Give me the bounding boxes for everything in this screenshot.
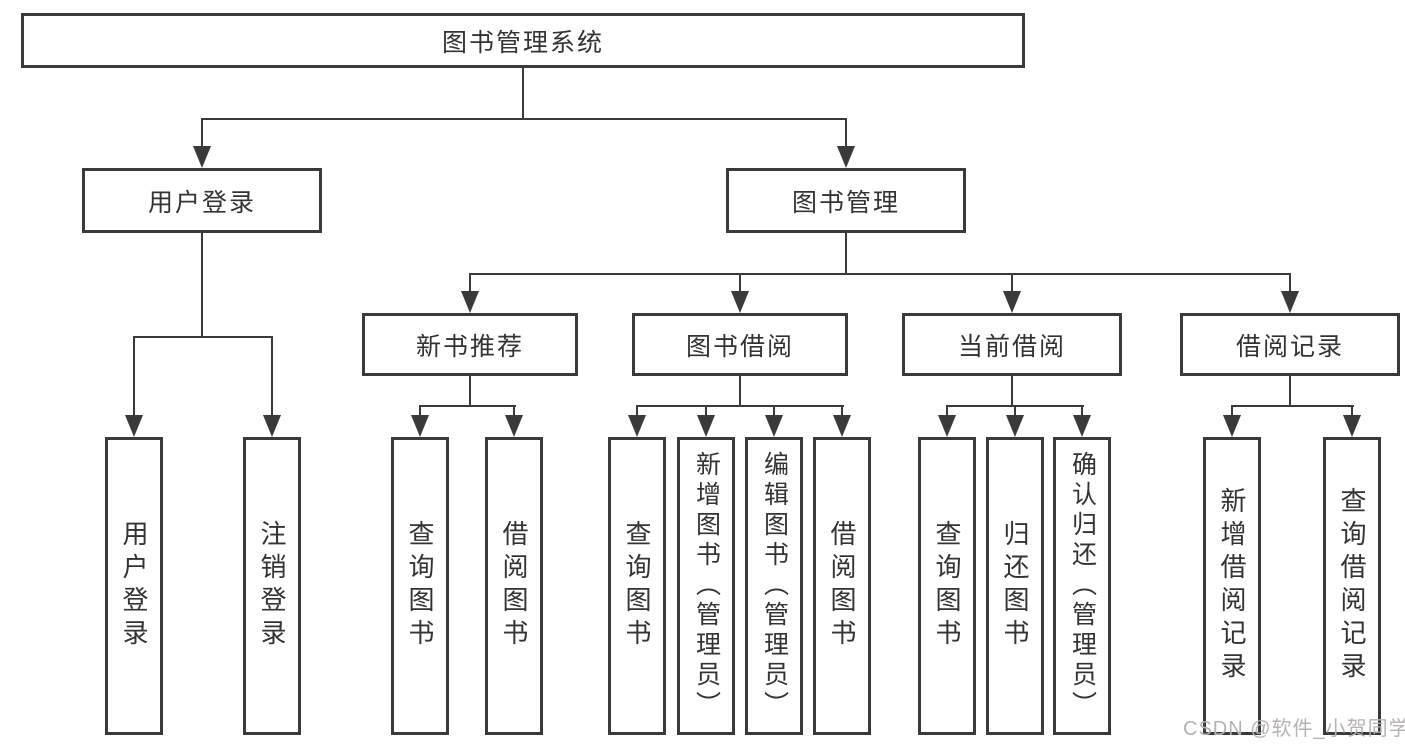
- leaf-add-book-admin-label: 新增图书（管理员）: [692, 451, 721, 721]
- arrow-down-icon: [938, 415, 956, 437]
- arrow-down-icon: [411, 415, 429, 437]
- leaf-add-book-admin: 新增图书（管理员）: [677, 437, 735, 735]
- leaf-logout-label: 注销登录: [257, 520, 287, 652]
- connector-line: [841, 405, 843, 417]
- arrow-down-icon: [125, 415, 143, 437]
- leaf-user-login-label: 用户登录: [119, 520, 149, 652]
- connector-line: [636, 405, 844, 407]
- leaf-query-books-recommend-label: 查询图书: [405, 520, 435, 652]
- leaf-query-books-current-label: 查询图书: [932, 520, 962, 652]
- connector-line: [1011, 376, 1013, 407]
- arrow-down-icon: [1073, 415, 1091, 437]
- connector-line: [739, 376, 741, 407]
- leaf-add-borrow-record: 新增借阅记录: [1203, 437, 1261, 735]
- node-book-management-label: 图书管理: [791, 188, 900, 217]
- connector-line: [1289, 273, 1291, 295]
- connector-line: [419, 405, 516, 407]
- connector-line: [419, 405, 421, 417]
- connector-line: [201, 118, 847, 120]
- arrow-down-icon: [1343, 415, 1361, 437]
- leaf-add-borrow-record-label: 新增借阅记录: [1217, 487, 1247, 685]
- connector-line: [469, 273, 471, 295]
- leaf-logout: 注销登录: [243, 437, 301, 735]
- node-user-login: 用户登录: [82, 168, 322, 233]
- node-borrow-records: 借阅记录: [1180, 313, 1400, 376]
- arrow-down-icon: [505, 415, 523, 437]
- arrow-down-icon: [765, 415, 783, 437]
- leaf-edit-book-admin-label: 编辑图书（管理员）: [760, 451, 789, 721]
- connector-line: [469, 376, 471, 407]
- watermark: CSDN @软件_小贺同学: [1183, 718, 1405, 740]
- connector-line: [739, 273, 741, 295]
- leaf-query-books-borrow-label: 查询图书: [622, 520, 652, 652]
- arrow-down-icon: [1281, 291, 1299, 313]
- connector-line: [469, 273, 1291, 275]
- node-book-borrow-label: 图书借阅: [685, 332, 794, 361]
- connector-line: [133, 336, 135, 417]
- leaf-query-books-borrow: 查询图书: [608, 437, 666, 735]
- leaf-query-borrow-record-label: 查询借阅记录: [1337, 487, 1367, 685]
- leaf-query-books-recommend: 查询图书: [391, 437, 449, 735]
- leaf-borrow-books-recommend-label: 借阅图书: [499, 520, 529, 652]
- arrow-down-icon: [1223, 415, 1241, 437]
- connector-line: [513, 405, 515, 417]
- arrow-down-icon: [1006, 415, 1024, 437]
- arrow-down-icon: [628, 415, 646, 437]
- node-book-management: 图书管理: [726, 168, 966, 233]
- connector-line: [1081, 405, 1083, 417]
- connector-line: [773, 405, 775, 417]
- arrow-down-icon: [731, 291, 749, 313]
- node-current-borrow-label: 当前借阅: [957, 332, 1066, 361]
- leaf-query-borrow-record: 查询借阅记录: [1323, 437, 1381, 735]
- connector-line: [1014, 405, 1016, 417]
- connector-line: [705, 405, 707, 417]
- arrow-down-icon: [833, 415, 851, 437]
- connector-line: [1231, 405, 1233, 417]
- arrow-down-icon: [461, 291, 479, 313]
- arrow-down-icon: [697, 415, 715, 437]
- connector-line: [522, 68, 524, 119]
- leaf-confirm-return-admin-label: 确认归还（管理员）: [1068, 451, 1097, 721]
- connector-line: [1289, 376, 1291, 407]
- node-book-borrow: 图书借阅: [632, 313, 848, 376]
- leaf-query-books-current: 查询图书: [918, 437, 976, 735]
- leaf-borrow-books-2-label: 借阅图书: [827, 520, 857, 652]
- connector-line: [1351, 405, 1353, 417]
- connector-line: [1011, 273, 1013, 295]
- connector-line: [201, 233, 203, 338]
- node-new-book-recommend-label: 新书推荐: [415, 332, 524, 361]
- connector-line: [1231, 405, 1354, 407]
- connector-line: [636, 405, 638, 417]
- connector-line: [845, 233, 847, 275]
- arrow-down-icon: [1003, 291, 1021, 313]
- node-user-login-label: 用户登录: [147, 188, 256, 217]
- leaf-confirm-return-admin: 确认归还（管理员）: [1053, 437, 1111, 735]
- node-root: 图书管理系统: [21, 13, 1025, 68]
- leaf-borrow-books-2: 借阅图书: [813, 437, 871, 735]
- leaf-return-book: 归还图书: [986, 437, 1044, 735]
- node-new-book-recommend: 新书推荐: [362, 313, 578, 376]
- node-borrow-records-label: 借阅记录: [1235, 332, 1344, 361]
- arrow-down-icon: [263, 415, 281, 437]
- connector-line: [271, 336, 273, 417]
- connector-line: [133, 336, 273, 338]
- leaf-user-login: 用户登录: [105, 437, 163, 735]
- connector-line: [845, 118, 847, 150]
- node-root-label: 图书管理系统: [441, 28, 604, 57]
- connector-line: [946, 405, 948, 417]
- arrow-down-icon: [837, 146, 855, 168]
- node-current-borrow: 当前借阅: [902, 313, 1122, 376]
- connector-line: [201, 118, 203, 150]
- leaf-edit-book-admin: 编辑图书（管理员）: [745, 437, 803, 735]
- leaf-borrow-books-recommend: 借阅图书: [485, 437, 543, 735]
- arrow-down-icon: [193, 146, 211, 168]
- leaf-return-book-label: 归还图书: [1000, 520, 1030, 652]
